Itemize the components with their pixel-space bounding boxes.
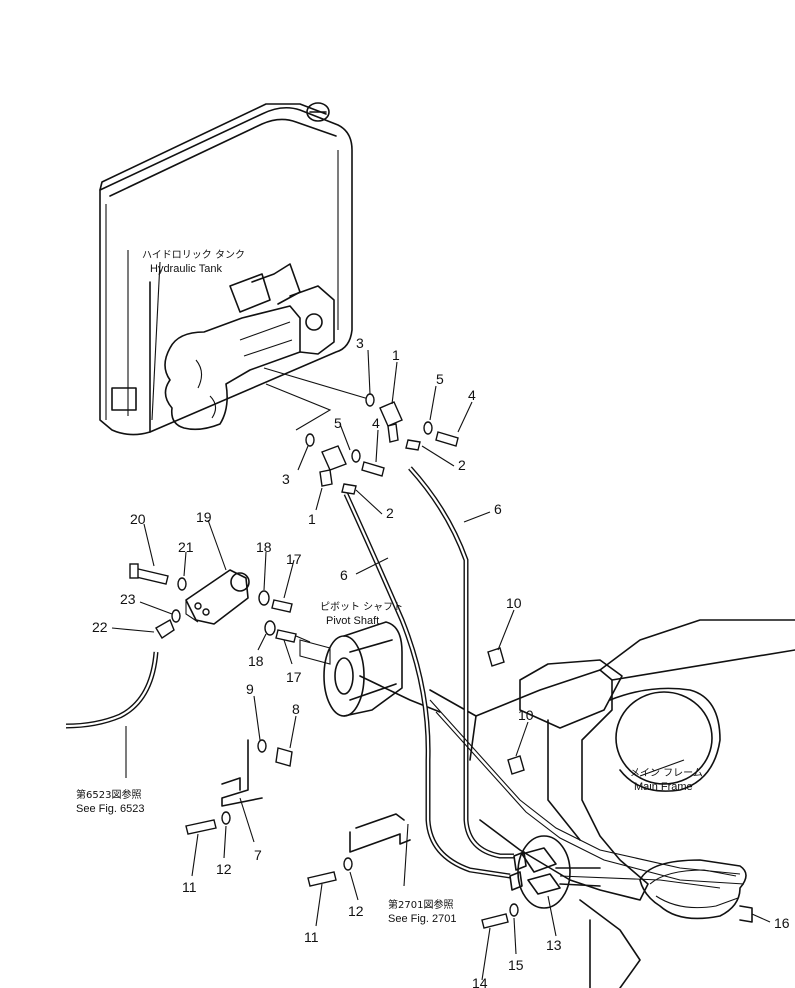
part-number-18: 18 — [256, 539, 272, 555]
part-number-17: 17 — [286, 551, 302, 567]
part-number-17: 17 — [286, 669, 302, 685]
hydraulic-tank-label: Hydraulic Tank — [150, 263, 222, 275]
part-number-1: 1 — [308, 511, 316, 527]
fittings — [129, 393, 525, 929]
valve-block — [164, 263, 373, 431]
part-number-labels: 1 3 5 4 5 4 2 3 1 2 6 6 20 19 21 18 17 2… — [92, 335, 790, 988]
component-labels: ハイドロリック タンク Hydraulic Tank ピボット シャフト Piv… — [76, 249, 703, 925]
part-number-10: 10 — [518, 707, 534, 723]
part-number-15: 15 — [508, 957, 524, 973]
part-number-6: 6 — [494, 501, 502, 517]
hose-6-front — [343, 492, 511, 879]
part-number-4: 4 — [372, 415, 380, 431]
part-13-block — [509, 835, 601, 909]
part-number-20: 20 — [130, 511, 146, 527]
hydraulic-tank — [99, 102, 353, 436]
see-fig-2701-label: See Fig. 2701 — [388, 913, 457, 925]
see-fig-6523-label: See Fig. 6523 — [76, 803, 145, 815]
part-number-6: 6 — [340, 567, 348, 583]
see-fig-6523-label-jp: 第6523図参照 — [76, 788, 141, 801]
tube-bundle — [429, 699, 753, 923]
hose-6-rear — [408, 466, 514, 859]
part-number-19: 19 — [196, 509, 212, 525]
part-number-5: 5 — [436, 371, 444, 387]
main-frame — [429, 619, 795, 988]
part-number-1: 1 — [392, 347, 400, 363]
hydraulic-tank-label-jp: ハイドロリック タンク — [142, 249, 245, 261]
part-number-11: 11 — [304, 929, 319, 945]
main-frame-label-jp: メイン フレーム — [630, 767, 703, 779]
leader-lines — [111, 261, 771, 981]
part-number-4: 4 — [468, 387, 476, 403]
part-number-11: 11 — [182, 879, 197, 895]
part-number-8: 8 — [292, 701, 300, 717]
part-number-9: 9 — [246, 681, 254, 697]
part-number-22: 22 — [92, 619, 108, 635]
part-number-7: 7 — [254, 847, 262, 863]
part-number-12: 12 — [216, 861, 232, 877]
pivot-shaft-label-jp: ピボット シャフト — [320, 601, 403, 613]
part-number-2: 2 — [458, 457, 466, 473]
part-number-21: 21 — [178, 539, 194, 555]
part-number-3: 3 — [282, 471, 290, 487]
part-22-elbow — [65, 618, 175, 729]
pivot-shaft-label: Pivot Shaft — [326, 615, 379, 627]
part-number-23: 23 — [120, 591, 136, 607]
see-fig-2701-label-jp: 第2701図参照 — [388, 898, 453, 911]
part-number-10: 10 — [506, 595, 522, 611]
part-number-12: 12 — [348, 903, 364, 919]
part-number-14: 14 — [472, 975, 488, 988]
part-number-5: 5 — [334, 415, 342, 431]
part-number-16: 16 — [774, 915, 790, 931]
part-number-2: 2 — [386, 505, 394, 521]
part-number-3: 3 — [356, 335, 364, 351]
part-number-13: 13 — [546, 937, 562, 953]
part-19-valve — [185, 569, 250, 625]
part-number-18: 18 — [248, 653, 264, 669]
pivot-shaft — [299, 621, 441, 717]
main-frame-label: Main Frame — [634, 781, 693, 793]
